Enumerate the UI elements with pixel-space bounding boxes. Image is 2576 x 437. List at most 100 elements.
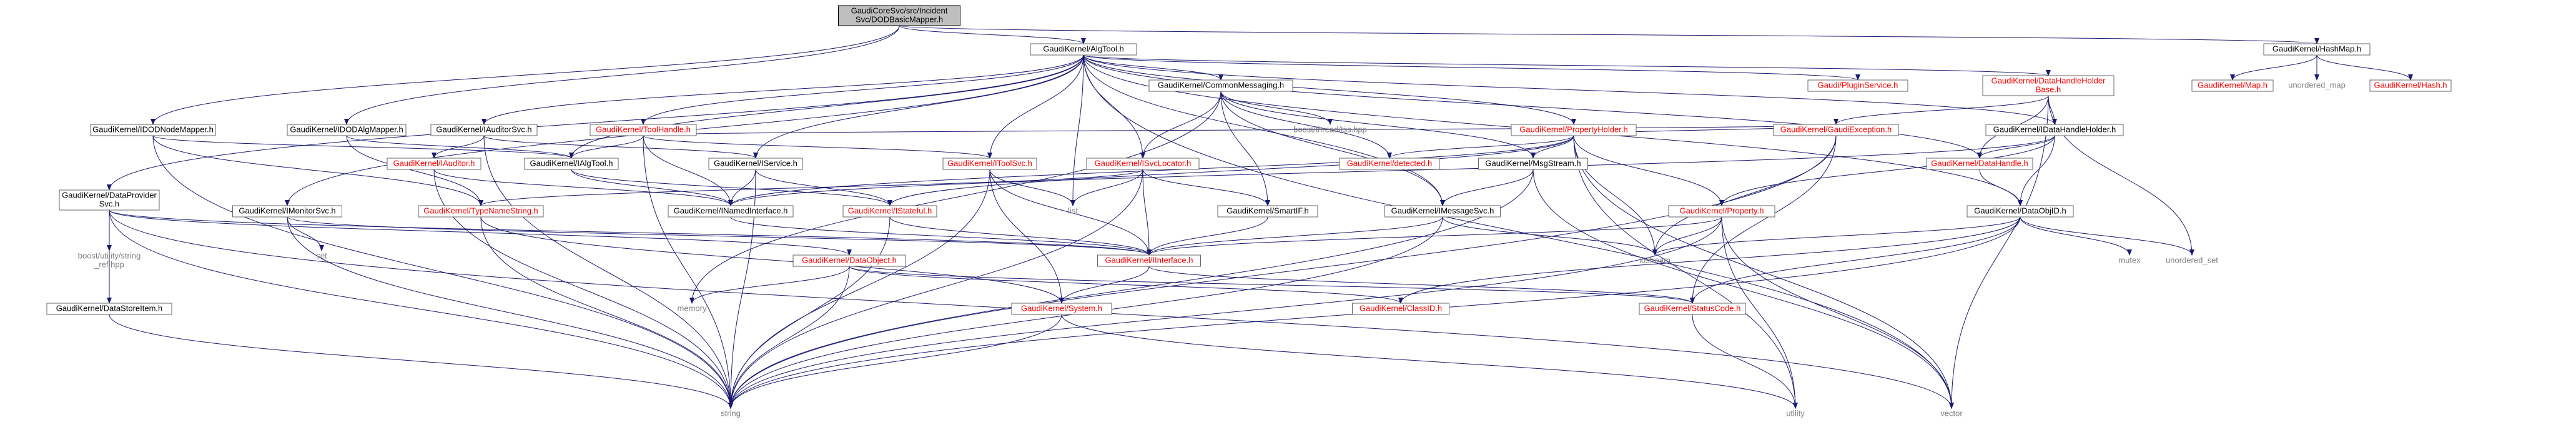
node-itoolsvc[interactable]: GaudiKernel/IToolSvc.h [942, 158, 1037, 170]
node-smartif[interactable]: GaudiKernel/SmartIF.h [1217, 205, 1318, 218]
node-box [90, 124, 216, 136]
edge-imonitorsvc-to-iinterface [287, 216, 1152, 256]
node-toolhandle[interactable]: GaudiKernel/ToolHandle.h [590, 124, 697, 136]
edge-idhh-to-dataobjid [2018, 135, 2055, 206]
node-box [1773, 124, 1899, 136]
node-label: boost/utility/string [78, 251, 141, 260]
node-label: list [1068, 206, 1078, 215]
edge-datastoreitem-to-string [109, 314, 733, 409]
edge-idhh-to-datahandle [1977, 135, 2055, 159]
node-gaudiexc[interactable]: GaudiKernel/GaudiException.h [1773, 124, 1899, 136]
node-vector: vector [1940, 408, 1963, 418]
edge-gaudiexc-to-iostream [1652, 135, 1837, 256]
edge-isvclocator-to-list [1070, 169, 1143, 206]
node-box [2369, 79, 2452, 92]
node-unordmap: unordered_map [2288, 80, 2346, 89]
node-imonitorsvc[interactable]: GaudiKernel/IMonitorSvc.h [232, 205, 342, 218]
node-commonmsg[interactable]: GaudiKernel/CommonMessaging.h [1148, 79, 1293, 92]
node-box [792, 254, 906, 267]
node-system[interactable]: GaudiKernel/System.h [1011, 303, 1112, 315]
node-box [524, 158, 619, 170]
node-iauditorsvc[interactable]: GaudiKernel/IAuditorSvc.h [430, 124, 538, 136]
node-hashmap[interactable]: GaudiKernel/HashMap.h [2263, 43, 2371, 56]
edge-iauditorsvc-to-iauditor [432, 135, 485, 159]
node-box [1985, 124, 2124, 136]
edge-iauditorsvc-to-iservice [483, 135, 758, 159]
edge-dataobject-to-memory [689, 266, 850, 304]
node-imessagesvc[interactable]: GaudiKernel/IMessageSvc.h [1384, 205, 1501, 218]
edge-propholder-to-detected [1387, 135, 1574, 159]
edge-algtool-to-vector [1083, 54, 1954, 409]
node-label: memory [678, 303, 707, 313]
edge-algtool-to-commonmsg [1083, 54, 1223, 81]
node-isvclocator[interactable]: GaudiKernel/ISvcLocator.h [1086, 158, 1200, 170]
node-dataobjid[interactable]: GaudiKernel/DataObjID.h [1967, 205, 2074, 218]
node-idodalg[interactable]: GaudiKernel/IDODAlgMapper.h [287, 124, 407, 136]
node-classid[interactable]: GaudiKernel/ClassID.h [1352, 303, 1449, 315]
node-label: GaudiKernel/SmartIF.h [1226, 206, 1309, 215]
node-istateful[interactable]: GaudiKernel/IStateful.h [842, 205, 937, 218]
node-ipluginsvc[interactable]: Gaudi/PluginService.h [1807, 79, 1908, 92]
node-root[interactable]: GaudiCoreSvc/src/IncidentSvc/DODBasicMap… [838, 5, 960, 26]
edge-commonmsg-to-detected [1220, 91, 1392, 159]
node-msgstream[interactable]: GaudiKernel/MsgStream.h [1478, 158, 1588, 170]
edge-propholder-to-inamedif [728, 135, 1574, 206]
node-propholder[interactable]: GaudiKernel/PropertyHolder.h [1511, 124, 1637, 136]
node-typenamestr[interactable]: GaudiKernel/TypeNameString.h [418, 205, 544, 218]
node-label: GaudiKernel/ToolHandle.h [596, 124, 691, 134]
node-property[interactable]: GaudiKernel/Property.h [1668, 205, 1775, 218]
edge-algtool-to-datahandle [1083, 54, 1982, 159]
node-datahandle[interactable]: GaudiKernel/DataHandle.h [1926, 158, 2033, 170]
edge-idhh-to-inamedif [728, 135, 2055, 206]
edge-dhhbase-to-vector [1949, 95, 2049, 409]
node-box [2263, 43, 2371, 56]
node-idhh[interactable]: GaudiKernel/IDataHandleHolder.h [1985, 124, 2124, 136]
node-label: GaudiKernel/ClassID.h [1360, 303, 1442, 313]
edge-dataprov-to-dataobject [109, 209, 852, 256]
edge-msgstream-to-string [728, 169, 1534, 409]
node-iauditor[interactable]: GaudiKernel/IAuditor.h [387, 158, 481, 170]
node-box [708, 158, 803, 170]
node-map[interactable]: GaudiKernel/Map.h [2191, 79, 2274, 92]
edge-propholder-to-iostream [1573, 135, 1657, 256]
edge-iauditor-to-string [433, 169, 733, 409]
node-detected[interactable]: GaudiKernel/detected.h [1339, 158, 1440, 170]
node-string: string [721, 408, 741, 418]
edge-toolhandle-to-string [643, 135, 733, 409]
node-iinterface[interactable]: GaudiKernel/IInterface.h [1097, 254, 1201, 267]
edge-isvclocator-to-smartif [1142, 169, 1270, 206]
node-inamedif[interactable]: GaudiKernel/INamedInterface.h [668, 205, 794, 218]
node-box [1807, 79, 1908, 92]
node-label: GaudiKernel/IDataHandleHolder.h [1993, 124, 2116, 134]
edge-istateful-to-string [728, 216, 891, 409]
edge-isvclocator-to-typenamestr [478, 169, 1143, 206]
node-box [1639, 303, 1746, 315]
edge-imonitorsvc-to-string [287, 216, 733, 409]
node-hash[interactable]: GaudiKernel/Hash.h [2369, 79, 2452, 92]
node-idodnode[interactable]: GaudiKernel/IDODNodeMapper.h [90, 124, 216, 136]
node-label: GaudiKernel/Hash.h [2374, 80, 2447, 89]
node-label: iostream [1639, 255, 1670, 264]
node-box [1384, 205, 1501, 218]
node-label: unordered_map [2288, 80, 2346, 89]
node-iservice[interactable]: GaudiKernel/IService.h [708, 158, 803, 170]
edge-propholder-to-msgstream [1531, 135, 1574, 159]
node-dataobject[interactable]: GaudiKernel/DataObject.h [792, 254, 906, 267]
node-ialgtool[interactable]: GaudiKernel/IAlgTool.h [524, 158, 619, 170]
node-label: GaudiKernel/StatusCode.h [1644, 303, 1741, 313]
edge-dataprov-to-string [109, 209, 733, 409]
edge-system-to-utility [1061, 314, 1798, 409]
node-label: GaudiKernel/ISvcLocator.h [1095, 158, 1192, 168]
edge-idodalg-to-typenamestr [346, 135, 483, 206]
edge-property-to-vector [1721, 216, 1954, 409]
node-algtool[interactable]: GaudiKernel/AlgTool.h [1030, 43, 1137, 56]
edge-algtool-to-toolhandle [641, 54, 1084, 125]
node-datastoreitem[interactable]: GaudiKernel/DataStoreItem.h [46, 303, 172, 315]
node-label: GaudiKernel/IAuditorSvc.h [436, 124, 531, 134]
node-statuscode[interactable]: GaudiKernel/StatusCode.h [1639, 303, 1746, 315]
node-label: GaudiKernel/IInterface.h [1105, 255, 1193, 264]
edge-msgstream-to-imessagesvc [1440, 169, 1534, 206]
